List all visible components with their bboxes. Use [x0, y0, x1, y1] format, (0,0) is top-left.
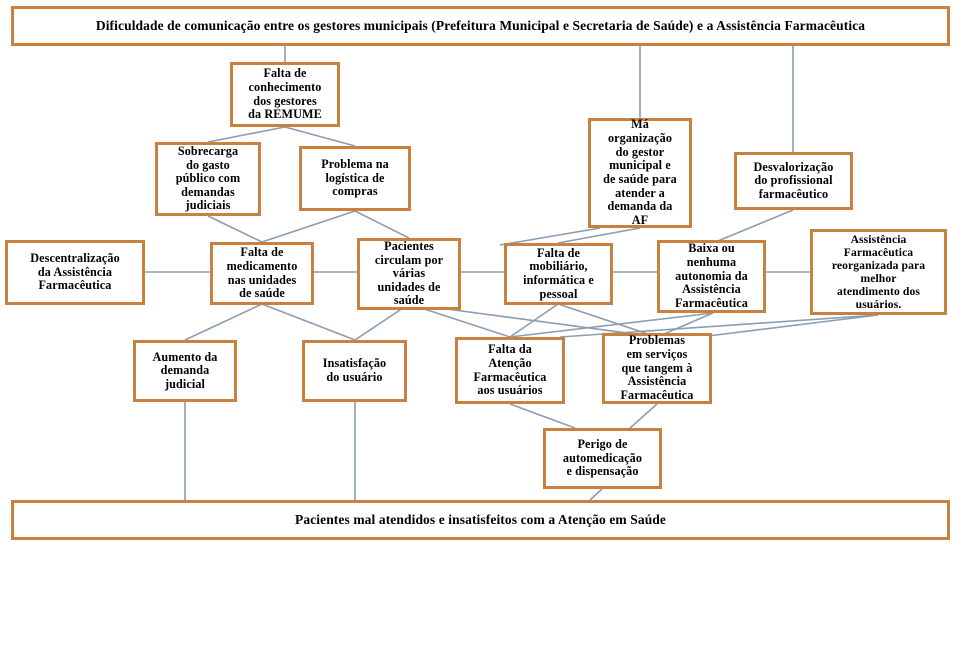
node-falta-conhecimento-remume: Falta de conhecimento dos gestores da RE… — [230, 62, 340, 127]
node-ma-organizacao-gestor: Má organização do gestor municipal e de … — [588, 118, 692, 228]
node-falta-mobiliario: Falta de mobiliário, informática e pesso… — [504, 243, 613, 305]
node-label: Baixa ou nenhuma autonomia da Assistênci… — [675, 241, 748, 310]
node-label: Falta de conhecimento dos gestores da RE… — [248, 66, 322, 122]
node-falta-medicamento-unidades: Falta de medicamento nas unidades de saú… — [210, 242, 314, 305]
bottom-banner: Pacientes mal atendidos e insatisfeitos … — [11, 500, 950, 540]
node-insatisfacao-usuario: Insatisfação do usuário — [302, 340, 407, 402]
node-problema-logistica-compras: Problema na logística de compras — [299, 146, 411, 211]
node-label: Falta de mobiliário, informática e pesso… — [523, 245, 594, 301]
node-pacientes-circulam: Pacientes circulam por várias unidades d… — [357, 238, 461, 310]
node-baixa-autonomia-af: Baixa ou nenhuma autonomia da Assistênci… — [657, 240, 766, 313]
node-sobrecarga-gasto-publico: Sobrecarga do gasto público com demandas… — [155, 142, 261, 216]
node-aumento-demanda-judicial: Aumento da demanda judicial — [133, 340, 237, 402]
node-label: Insatisfação do usuário — [322, 356, 387, 384]
node-label: Aumento da demanda judicial — [152, 349, 218, 391]
node-label: Falta de medicamento nas unidades de saú… — [226, 245, 298, 301]
node-label: Pacientes circulam por várias unidades d… — [374, 238, 444, 308]
node-label: Assistência Farmacêutica reorganizada pa… — [831, 233, 926, 311]
node-label: Descentralização da Assistência Farmacêu… — [30, 251, 120, 293]
title-banner-label: Dificuldade de comunicação entre os gest… — [95, 18, 866, 34]
node-perigo-automedicacao: Perigo de automedicação e dispensação — [543, 428, 662, 489]
node-label: Problema na logística de compras — [321, 157, 389, 199]
node-falta-atencao-farmaceutica: Falta da Atenção Farmacêutica aos usuári… — [455, 337, 565, 404]
node-af-reorganizada: Assistência Farmacêutica reorganizada pa… — [810, 229, 947, 315]
node-label: Perigo de automedicação e dispensação — [562, 437, 643, 479]
node-label: Má organização do gestor municipal e de … — [603, 117, 677, 227]
node-label: Problemas em serviços que tangem à Assis… — [620, 333, 694, 402]
node-desvalorizacao-profissional: Desvalorização do profissional farmacêut… — [734, 152, 853, 210]
node-label: Sobrecarga do gasto público com demandas… — [175, 143, 241, 213]
node-label: Desvalorização do profissional farmacêut… — [753, 159, 834, 201]
node-descentralizacao-af: Descentralização da Assistência Farmacêu… — [5, 240, 145, 305]
bottom-banner-label: Pacientes mal atendidos e insatisfeitos … — [294, 512, 667, 528]
node-problemas-servicos-af: Problemas em serviços que tangem à Assis… — [602, 333, 712, 404]
title-banner: Dificuldade de comunicação entre os gest… — [11, 6, 950, 46]
node-label: Falta da Atenção Farmacêutica aos usuári… — [473, 342, 547, 398]
